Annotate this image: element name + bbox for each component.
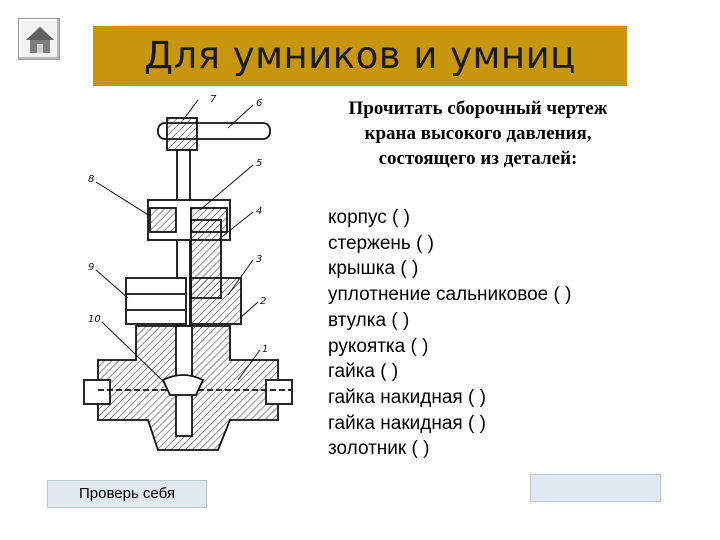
callout-label: 9 [88,262,94,273]
callout-label: 5 [256,158,262,169]
list-item: корпус ( ) [328,207,410,228]
parts-list: корпус ( ) стержень ( ) крышка ( ) уплот… [328,205,668,462]
callout-label: 7 [210,94,217,105]
list-item: крышка ( ) [328,258,419,280]
list-item: уплотнение сальниковое ( ) [328,284,572,306]
callout-label: 3 [256,254,262,265]
list-item: гайка накидная ( ) [328,412,486,434]
task-description: Прочитать сборочный чертеж крана высоког… [348,98,608,169]
page-title: Для умников и умниц [144,34,576,77]
callout-label: 10 [88,314,101,325]
callout-label: 4 [256,206,262,217]
valve-plug [161,374,205,396]
list-item: втулка ( ) [328,309,410,331]
valve-assembly-drawing: 7 6 5 4 3 2 1 8 9 10 [83,94,293,451]
blank-button[interactable] [530,474,661,502]
handle-nut [166,117,198,151]
title-bar: Для умников и умниц [93,26,627,86]
list-item: стержень ( ) [328,232,435,254]
list-item: гайка ( ) [328,361,399,383]
list-item: золотник ( ) [328,438,430,460]
check-yourself-button[interactable]: Проверь себя [47,480,207,508]
callout-label: 2 [260,296,266,307]
callout-label: 6 [256,98,262,109]
home-icon [26,27,54,53]
list-item: гайка накидная ( ) [328,386,486,408]
home-button[interactable] [18,18,60,60]
callout-label: 8 [88,174,94,185]
union-nut [125,277,187,325]
list-item: рукоятка ( ) [328,335,429,357]
callout-label: 1 [262,344,268,355]
